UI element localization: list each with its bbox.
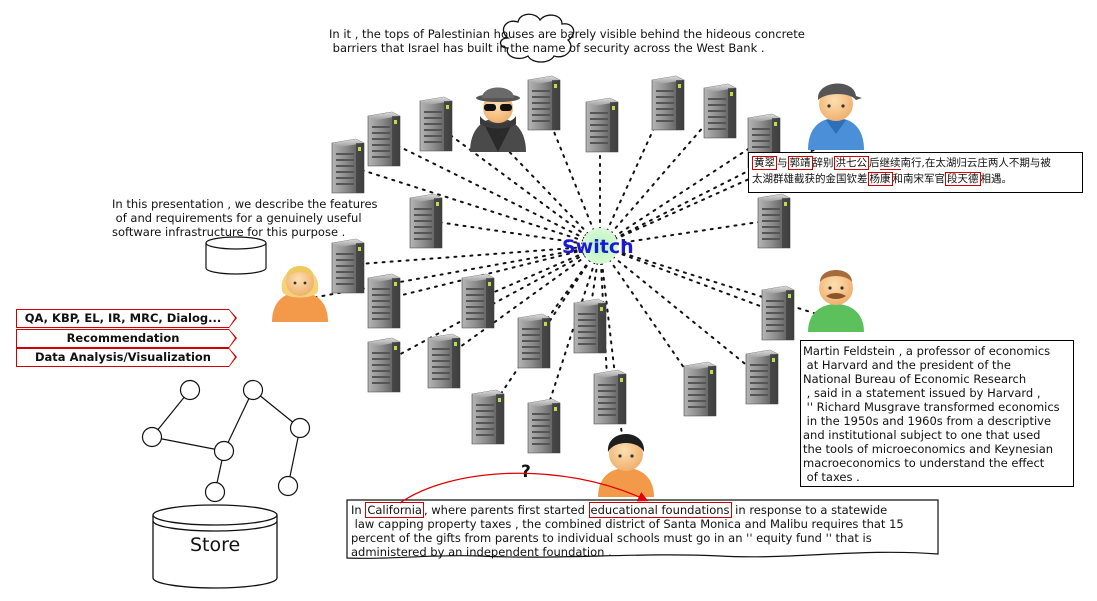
store-cylinder-icon	[152, 504, 278, 589]
feldstein-line-4: , said in a statement issued by Harvard …	[803, 386, 1041, 400]
thought-cloud-icon	[499, 13, 575, 63]
task-tag-data-analysis: Data Analysis/Visualization	[16, 348, 237, 367]
presentation-text-line-3: software infrastructure for this purpose…	[112, 225, 346, 239]
switch-link	[423, 219, 601, 247]
server-tower-icon	[331, 238, 365, 294]
switch-link	[541, 245, 601, 426]
presentation-text-line-1: In this presentation , we describe the f…	[112, 197, 378, 211]
switch-link	[599, 245, 837, 321]
feldstein-line-6: in the 1950s and 1960s from a descriptiv…	[803, 414, 1052, 428]
server-tower-icon	[517, 313, 551, 369]
task-tag-recommendation: Recommendation	[16, 329, 237, 348]
switch-link	[599, 219, 773, 247]
server-tower-icon	[427, 333, 461, 389]
switch-link	[441, 245, 601, 361]
entity-5: 段天德	[945, 172, 981, 186]
woman-person-icon	[272, 266, 328, 322]
california-line-1: In California, where parents first start…	[351, 502, 888, 518]
chinese-text-line-2: 太湖群雄截获的金国钦差杨康和南宋军官段天德相遇。	[752, 172, 1012, 186]
entity-california: California	[365, 502, 424, 518]
feldstein-line-8: the tools of microeconomics and Keynesia…	[803, 442, 1054, 456]
feldstein-line-10: of taxes .	[803, 470, 860, 484]
entity-4: 杨康	[867, 172, 893, 186]
top-text-line-1: In it , the tops of Palestinian houses a…	[329, 27, 805, 41]
server-tower-icon	[461, 273, 495, 329]
switch-link	[475, 245, 601, 301]
switch-link	[599, 245, 699, 389]
entity-1: 黄翠	[752, 156, 777, 170]
server-tower-icon	[527, 398, 561, 454]
feldstein-line-3: National Bureau of Economic Research	[803, 372, 1027, 386]
switch-glow	[582, 228, 618, 264]
server-tower-icon	[757, 193, 791, 249]
switch-link	[599, 164, 761, 247]
task-tag-qa: QA, KBP, EL, IR, MRC, Dialog...	[16, 309, 237, 328]
cap-person-icon	[808, 83, 864, 150]
relation-question-mark: ?	[521, 462, 531, 482]
feldstein-line-2: at Harvard and the president of the	[803, 358, 1011, 372]
switch-link	[381, 245, 601, 301]
store-label: Store	[190, 534, 241, 556]
feldstein-line-7: and institutional subject to one that us…	[803, 428, 1041, 442]
server-tower-icon	[367, 273, 401, 329]
server-tower-icon	[419, 96, 453, 152]
entity-educational-foundations: educational foundations	[588, 502, 732, 518]
server-tower-icon	[593, 369, 627, 425]
asian-person-icon	[598, 434, 654, 497]
server-tower-icon	[761, 285, 795, 341]
california-line-2: law capping property taxes , the combine…	[351, 517, 904, 531]
entity-2: 郭靖	[787, 156, 813, 170]
server-group	[331, 75, 795, 454]
server-tower-icon	[367, 111, 401, 167]
server-tower-icon	[573, 298, 607, 354]
switch-link	[599, 245, 761, 377]
server-tower-icon	[409, 193, 443, 249]
server-tower-icon	[367, 337, 401, 393]
switch-link	[381, 245, 601, 365]
switch-link	[599, 139, 763, 247]
switch-label: Switch	[562, 236, 634, 258]
server-tower-icon	[745, 349, 779, 405]
switch-link	[345, 245, 601, 266]
switch-links	[299, 101, 837, 471]
feldstein-line-1: Martin Feldstein , a professor of econom…	[803, 344, 1051, 358]
database-cylinder-icon	[205, 236, 267, 275]
switch-link	[599, 245, 609, 397]
server-tower-icon	[527, 75, 561, 131]
server-tower-icon	[703, 83, 737, 139]
spy-person-icon	[470, 87, 526, 152]
presentation-text-line-2: of and requirements for a genuinely usef…	[112, 211, 362, 225]
server-tower-icon	[471, 389, 505, 445]
switch-link	[599, 109, 719, 247]
server-tower-icon	[651, 75, 685, 131]
feldstein-line-5: '' Richard Musgrave transformed economic…	[803, 400, 1060, 414]
document-shape	[346, 499, 939, 560]
feldstein-line-9: macroeconomics to understand the effect	[803, 456, 1045, 470]
chinese-text-line-1: 黄翠与郭靖辞别洪七公后继续南行,在太湖归云庄两人不期与被	[752, 156, 1051, 170]
entity-3: 洪七公	[833, 156, 869, 170]
switch-link	[599, 245, 777, 313]
switch-link	[381, 137, 601, 247]
server-tower-icon	[331, 138, 365, 194]
knowledge-graph-icon	[141, 379, 311, 503]
feldstein-text-box: Martin Feldstein , a professor of econom…	[800, 340, 1074, 487]
mustache-person-icon	[808, 270, 864, 332]
relation-arrow	[399, 472, 649, 504]
switch-link	[599, 101, 667, 247]
switch-link	[299, 245, 601, 301]
server-tower-icon	[683, 361, 717, 417]
switch-link	[599, 245, 627, 471]
chinese-text-box: 黄翠与郭靖辞别洪七公后继续南行,在太湖归云庄两人不期与被 太湖群雄截获的金国钦差…	[748, 152, 1083, 193]
california-line-3: percent of the gifts from parents to ind…	[351, 531, 872, 545]
switch-link	[497, 139, 601, 247]
california-line-4: administered by an independent foundatio…	[351, 545, 612, 559]
top-text-line-2: barriers that Israel has built in the na…	[329, 41, 765, 55]
switch-link	[485, 245, 601, 417]
server-tower-icon	[585, 97, 619, 153]
switch-link	[433, 122, 601, 247]
